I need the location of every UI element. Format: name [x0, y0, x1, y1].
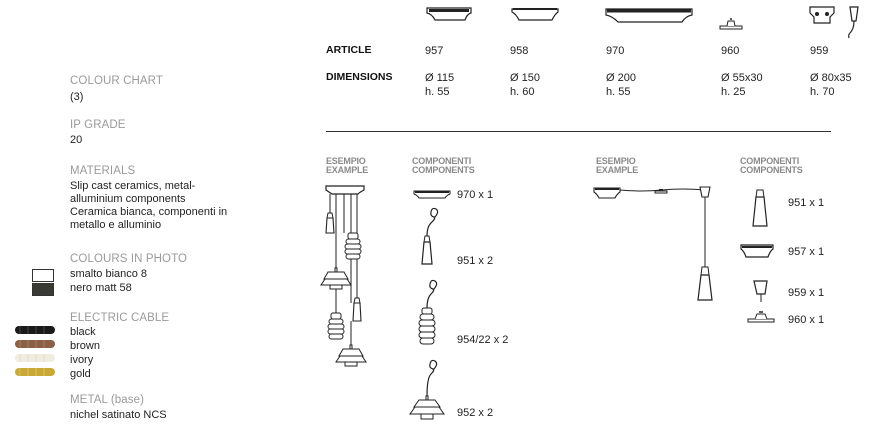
- cable-black-icon: [15, 326, 55, 334]
- height: h. 55: [425, 86, 450, 98]
- canopy-957-component-icon: [740, 244, 774, 258]
- header-line: COMPONENTS: [412, 165, 475, 175]
- component-qty: 957 x 1: [788, 246, 825, 258]
- component-qty: 954/22 x 2: [457, 334, 509, 346]
- header-line: COMPONENTI: [740, 156, 800, 166]
- materials-line: Ceramica bianca, componenti in: [70, 206, 228, 218]
- canopy-960-icon: [719, 18, 743, 30]
- cable-gold-icon: [15, 368, 55, 376]
- pendant-951-component2-icon: [752, 189, 768, 227]
- components1-header: COMPONENTI COMPONENTS: [412, 157, 475, 175]
- materials-line: alluminium components: [70, 193, 186, 205]
- height: h. 60: [510, 86, 535, 98]
- diameter: Ø 200: [606, 72, 636, 84]
- components2-header: COMPONENTI COMPONENTS: [740, 157, 803, 175]
- header-line: ESEMPIO: [596, 156, 636, 166]
- header-line: COMPONENTI: [412, 156, 472, 166]
- canopy-970-component-icon: [413, 190, 451, 199]
- dimension-957: Ø 115 h. 55: [425, 71, 454, 99]
- example2-pendant-illustration: [593, 186, 713, 301]
- example2-header: ESEMPIO EXAMPLE: [596, 157, 638, 175]
- article-960: 960: [721, 45, 740, 57]
- diameter: Ø 80x35: [810, 72, 852, 84]
- materials-text: Slip cast ceramics, metal- alluminium co…: [70, 180, 227, 232]
- example1-cluster-illustration: [320, 185, 367, 367]
- component-qty: 951 x 1: [788, 197, 825, 209]
- divider: [326, 131, 831, 132]
- swatch-white: [32, 269, 54, 282]
- colour-label: nero matt 58: [70, 282, 132, 294]
- canopy-959-icon: [809, 6, 859, 39]
- materials-title: MATERIALS: [70, 165, 136, 177]
- metal-value: nichel satinato NCS: [70, 409, 167, 421]
- cable-swatches-icon: [15, 326, 55, 376]
- hook-959-component-icon: [753, 280, 768, 302]
- header-line: EXAMPLE: [596, 165, 639, 175]
- dimension-960: Ø 55x30 h. 25: [721, 71, 763, 99]
- diameter: Ø 115: [425, 72, 455, 84]
- component-qty: 959 x 1: [788, 287, 825, 299]
- pendant-951-component-icon: [421, 207, 439, 265]
- diameter: Ø 55x30: [721, 72, 763, 84]
- colour-chart-value: (3): [70, 91, 84, 103]
- ceiling-rose-960-component-icon: [747, 311, 775, 323]
- cable-brown-icon: [15, 340, 55, 348]
- header-line: EXAMPLE: [326, 165, 369, 175]
- metal-title: METAL (base): [70, 394, 145, 406]
- dimensions-label: DIMENSIONS: [326, 71, 393, 83]
- cable-label: gold: [70, 368, 91, 380]
- swatch-black: [32, 283, 54, 296]
- example1-header: ESEMPIO EXAMPLE: [326, 157, 368, 175]
- dimension-958: Ø 150 h. 60: [510, 71, 540, 99]
- height: h. 25: [721, 86, 746, 98]
- canopy-957-icon: [426, 7, 472, 21]
- height: h. 70: [810, 86, 835, 98]
- height: h. 55: [606, 86, 631, 98]
- cable-ivory-icon: [15, 354, 55, 362]
- ribbed-pendant-954-component-icon: [418, 279, 438, 345]
- article-958: 958: [510, 45, 529, 57]
- cable-label: black: [70, 326, 96, 338]
- cable-label: ivory: [70, 354, 94, 366]
- header-line: COMPONENTS: [740, 165, 803, 175]
- header-line: ESEMPIO: [326, 156, 366, 166]
- canopy-970-icon: [605, 8, 693, 23]
- dimension-970: Ø 200 h. 55: [606, 71, 636, 99]
- article-957: 957: [425, 45, 444, 57]
- component-qty: 952 x 2: [457, 407, 494, 419]
- colours-in-photo-title: COLOURS IN PHOTO: [70, 253, 188, 265]
- cable-label: brown: [70, 340, 100, 352]
- article-959: 959: [810, 45, 829, 57]
- component-qty: 951 x 2: [457, 255, 494, 267]
- tiered-shade-952-component-icon: [409, 359, 445, 420]
- ip-grade-value: 20: [70, 134, 83, 146]
- materials-line: Slip cast ceramics, metal-: [70, 180, 196, 192]
- electric-cable-title: ELECTRIC CABLE: [70, 312, 170, 324]
- colour-chart-title: COLOUR CHART: [70, 75, 163, 87]
- canopy-958-icon: [511, 8, 559, 21]
- diameter: Ø 150: [510, 72, 540, 84]
- dimension-959: Ø 80x35 h. 70: [810, 71, 852, 99]
- article-970: 970: [606, 45, 625, 57]
- component-qty: 970 x 1: [457, 189, 494, 201]
- component-qty: 960 x 1: [788, 314, 825, 326]
- article-label: ARTICLE: [326, 44, 372, 56]
- colour-label: smalto bianco 8: [70, 268, 148, 280]
- materials-line: metallo e alluminio: [70, 219, 162, 231]
- ip-grade-title: IP GRADE: [70, 119, 126, 131]
